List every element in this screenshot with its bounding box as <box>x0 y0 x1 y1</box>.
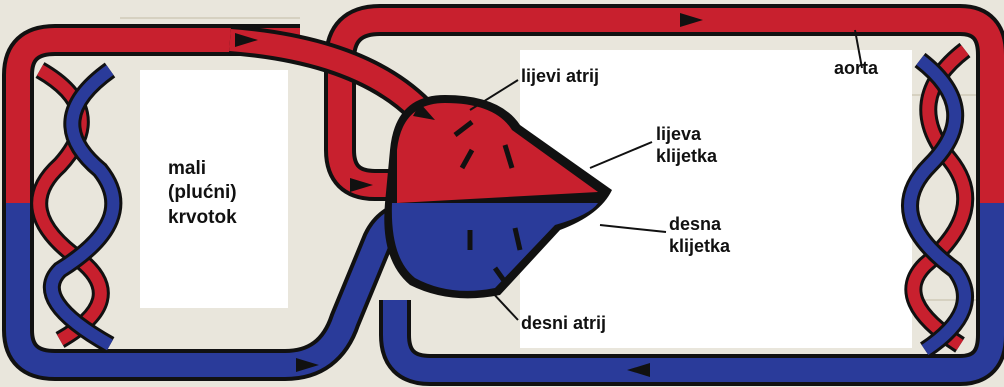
pulmonary-label-line-1: mali <box>168 157 237 181</box>
left-ventricle-label-line-1: lijeva <box>656 124 717 146</box>
pulmonary-label-line-2: (plućni) <box>168 181 237 205</box>
pulmonary-circulation-label: mali (plućni) krvotok <box>168 157 237 230</box>
left-ventricle-label: lijeva klijetka <box>656 124 717 168</box>
right-ventricle-label-line-1: desna <box>669 214 730 236</box>
right-ventricle-label-line-2: klijetka <box>669 236 730 258</box>
left-ventricle-label-line-2: klijetka <box>656 146 717 168</box>
right-atrium-label: desni atrij <box>521 313 606 335</box>
right-ventricle-label: desna klijetka <box>669 214 730 258</box>
pulmonary-label-line-3: krvotok <box>168 206 237 230</box>
left-atrium-label: lijevi atrij <box>521 66 599 88</box>
aorta-label: aorta <box>834 58 878 80</box>
